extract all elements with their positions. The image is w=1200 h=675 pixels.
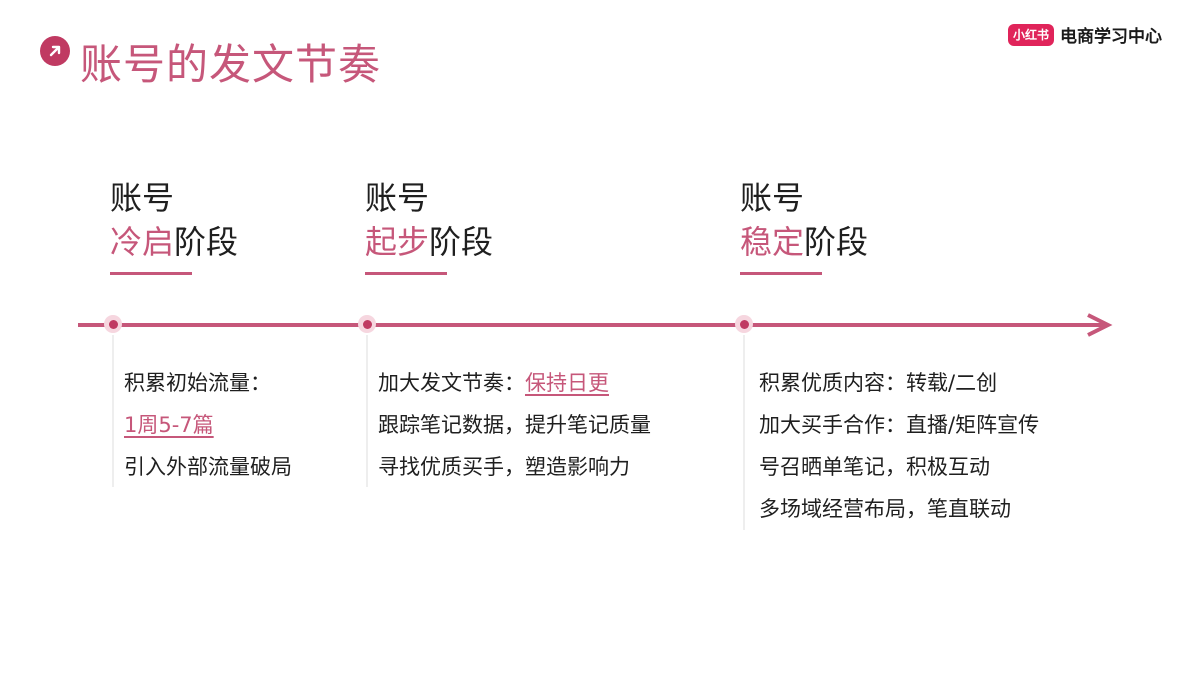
stage-underline <box>365 272 447 275</box>
stage-suffix: 阶段 <box>174 223 239 261</box>
stage-suffix: 阶段 <box>429 223 494 261</box>
stage-heading-line2: 冷启阶段 <box>110 220 238 264</box>
list-item: 1周5-7篇 <box>124 404 292 446</box>
list-item: 寻找优质买手，塑造影响力 <box>378 455 630 479</box>
frequency-link[interactable]: 1周5-7篇 <box>124 413 214 437</box>
arrow-up-right-icon <box>40 36 70 66</box>
stage-heading-stable: 账号 稳定阶段 <box>740 176 868 275</box>
brand-text: 电商学习中心 <box>1060 27 1162 47</box>
list-item: 号召晒单笔记，积极互动 <box>759 455 990 479</box>
page-title: 账号的发文节奏 <box>80 40 382 89</box>
list-item: 积累优质内容：转载/二创 <box>759 371 998 395</box>
timeline-arrow <box>78 313 1113 337</box>
list-item: 加大发文节奏：保持日更 <box>378 362 651 404</box>
stage-heading-line1: 账号 <box>365 179 430 217</box>
timeline-dot <box>358 315 376 333</box>
timeline-dot <box>735 315 753 333</box>
stage-heading-cold-start: 账号 冷启阶段 <box>110 176 238 275</box>
list-item: 引入外部流量破局 <box>124 455 292 479</box>
stage-list-cold-start: 积累初始流量： 1周5-7篇 引入外部流量破局 <box>124 362 292 488</box>
list-item: 加大买手合作：直播/矩阵宣传 <box>759 413 1040 437</box>
stage-heading-line2: 稳定阶段 <box>740 220 868 264</box>
stage-heading-line2: 起步阶段 <box>365 220 493 264</box>
stage-accent: 稳定 <box>740 223 805 261</box>
stage-heading-line1: 账号 <box>110 179 175 217</box>
list-item: 跟踪笔记数据，提升笔记质量 <box>378 413 651 437</box>
list-item-prefix: 加大发文节奏： <box>378 371 525 395</box>
timeline-divider <box>112 335 114 487</box>
timeline-dot <box>104 315 122 333</box>
brand-badge: 小红书 <box>1007 23 1054 46</box>
stage-underline <box>740 272 822 275</box>
list-item: 多场域经营布局，笔直联动 <box>759 497 1011 521</box>
brand-logo: 小红书 电商学习中心 <box>1007 22 1162 47</box>
stage-accent: 冷启 <box>110 223 175 261</box>
stage-underline <box>110 272 192 275</box>
list-item: 积累初始流量： <box>124 371 271 395</box>
stage-accent: 起步 <box>365 223 430 261</box>
timeline-divider <box>366 335 368 487</box>
arrow-right-icon <box>1087 313 1113 337</box>
stage-list-stable: 积累优质内容：转载/二创 加大买手合作：直播/矩阵宣传 号召晒单笔记，积极互动 … <box>759 362 1039 530</box>
daily-update-link[interactable]: 保持日更 <box>525 371 609 395</box>
timeline-divider <box>743 335 745 530</box>
stage-heading-line1: 账号 <box>740 179 805 217</box>
stage-suffix: 阶段 <box>804 223 869 261</box>
stage-list-start: 加大发文节奏：保持日更 跟踪笔记数据，提升笔记质量 寻找优质买手，塑造影响力 <box>378 362 651 488</box>
stage-heading-start: 账号 起步阶段 <box>365 176 493 275</box>
